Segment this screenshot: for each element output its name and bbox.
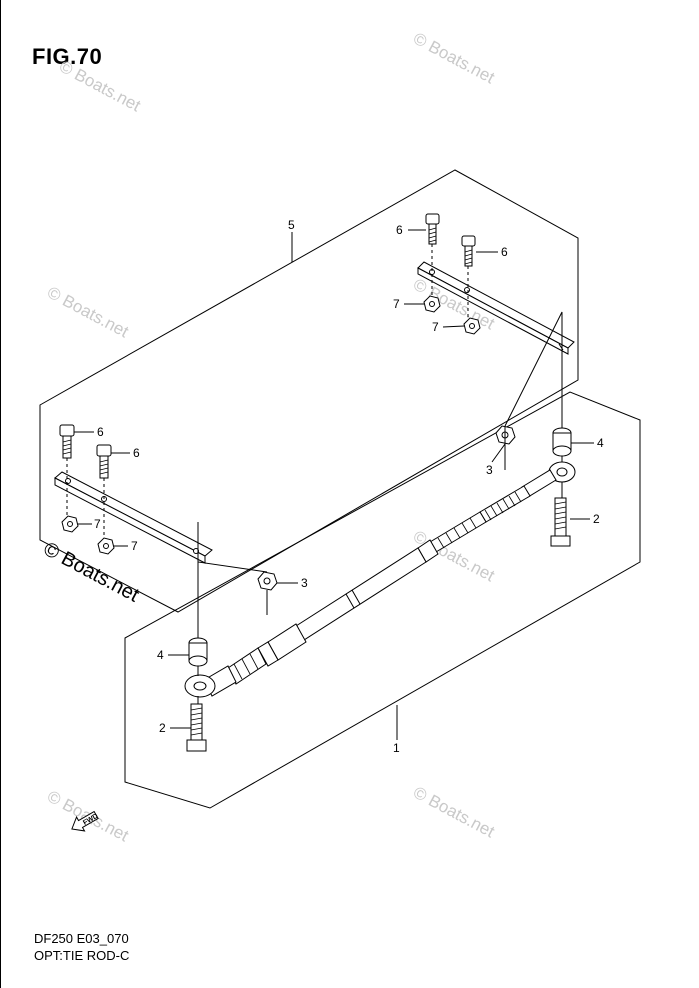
callout-7-upper-right-a: 7 <box>393 297 400 311</box>
callout-6-upper-right-a: 6 <box>396 223 403 237</box>
nut-7-left-b <box>97 537 115 555</box>
callout-4-left: 4 <box>157 648 164 662</box>
callout-leaders <box>74 229 594 740</box>
callout-6-left-b: 6 <box>133 446 140 460</box>
figure-title: FIG.70 <box>32 44 103 69</box>
assembly-lines <box>66 244 563 704</box>
bolt-6-upper-right-b <box>461 235 476 267</box>
callout-7-left-b: 7 <box>131 539 138 553</box>
bolt-2-left <box>186 703 207 752</box>
tie-rod-outline <box>124 391 641 809</box>
upper-right-bracket <box>417 261 575 355</box>
watermarks: © Boats.net © Boats.net © Boats.net © Bo… <box>40 29 498 846</box>
page-border <box>0 0 1 988</box>
bolt-6-upper-right-a <box>425 213 440 245</box>
callout-labels: 5 6 6 7 7 6 6 7 7 4 2 3 3 4 2 1 <box>94 218 604 755</box>
tie-rod <box>184 461 576 698</box>
figure-code: DF250 E03_070 <box>34 931 129 946</box>
bolt-6-left-b <box>96 444 112 479</box>
callout-3-right: 3 <box>486 463 493 477</box>
callout-7-left-a: 7 <box>94 517 101 531</box>
spacer-4-right <box>552 427 572 457</box>
watermark-top-right: © Boats.net <box>410 29 498 88</box>
bolt-2-right <box>550 497 571 547</box>
nut-7-upper-right-b <box>463 317 481 335</box>
nut-7-upper-right-a <box>423 295 441 313</box>
callout-4-right: 4 <box>597 436 604 450</box>
callout-2-right: 2 <box>593 512 600 526</box>
callout-2-left: 2 <box>159 721 166 735</box>
callout-3-left: 3 <box>301 576 308 590</box>
nut-7-left-a <box>61 515 79 533</box>
watermark-top-left: © Boats.net <box>56 57 144 116</box>
upper-left-bracket <box>54 471 213 564</box>
watermark-mid-left: © Boats.net <box>44 283 132 342</box>
figure-name: OPT:TIE ROD-C <box>34 948 130 963</box>
callout-6-upper-right-b: 6 <box>501 245 508 259</box>
callout-7-upper-right-b: 7 <box>432 320 439 334</box>
bracket-kit-outline <box>39 169 579 613</box>
watermark-bottom-right: © Boats.net <box>410 783 498 842</box>
bolt-6-left-a <box>59 424 75 459</box>
nut-3-left <box>257 571 278 591</box>
spacer-4-left <box>188 637 208 667</box>
callout-6-left-a: 6 <box>97 425 104 439</box>
callout-1: 1 <box>393 741 400 755</box>
callout-5: 5 <box>288 218 295 232</box>
